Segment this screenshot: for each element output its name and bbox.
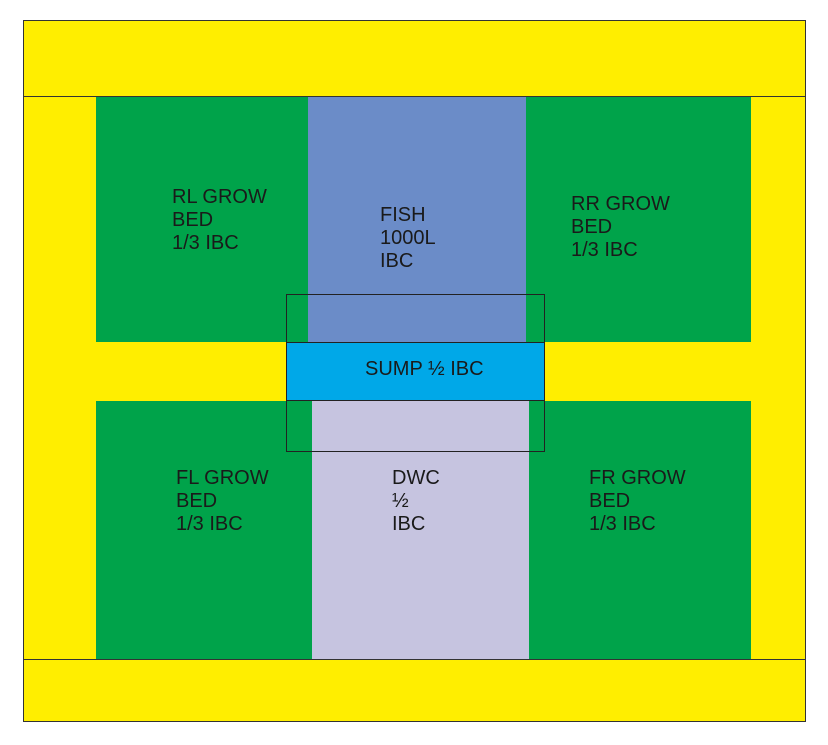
rr-grow-bed: RR GROW BED 1/3 IBC bbox=[526, 97, 751, 342]
fish-tank-label: FISH 1000L IBC bbox=[380, 204, 436, 272]
sump-lower-outline bbox=[286, 342, 545, 452]
bottom-border-line bbox=[23, 659, 806, 660]
top-border-line bbox=[23, 96, 806, 97]
fr-grow-bed-label: FR GROW BED 1/3 IBC bbox=[589, 467, 686, 535]
fl-grow-bed: FL GROW BED 1/3 IBC bbox=[96, 401, 312, 659]
fish-tank: FISH 1000L IBC bbox=[308, 97, 526, 342]
sump-label: SUMP ½ IBC bbox=[365, 358, 484, 380]
sump: SUMP ½ IBC bbox=[286, 342, 545, 401]
fl-grow-bed-label: FL GROW BED 1/3 IBC bbox=[176, 467, 269, 535]
rl-grow-bed-label: RL GROW BED 1/3 IBC bbox=[172, 186, 267, 254]
fr-grow-bed: FR GROW BED 1/3 IBC bbox=[529, 401, 751, 659]
dwc: DWC ½ IBC bbox=[312, 401, 529, 659]
dwc-label: DWC ½ IBC bbox=[392, 467, 440, 535]
rl-grow-bed: RL GROW BED 1/3 IBC bbox=[96, 97, 308, 342]
rr-grow-bed-label: RR GROW BED 1/3 IBC bbox=[571, 193, 670, 261]
